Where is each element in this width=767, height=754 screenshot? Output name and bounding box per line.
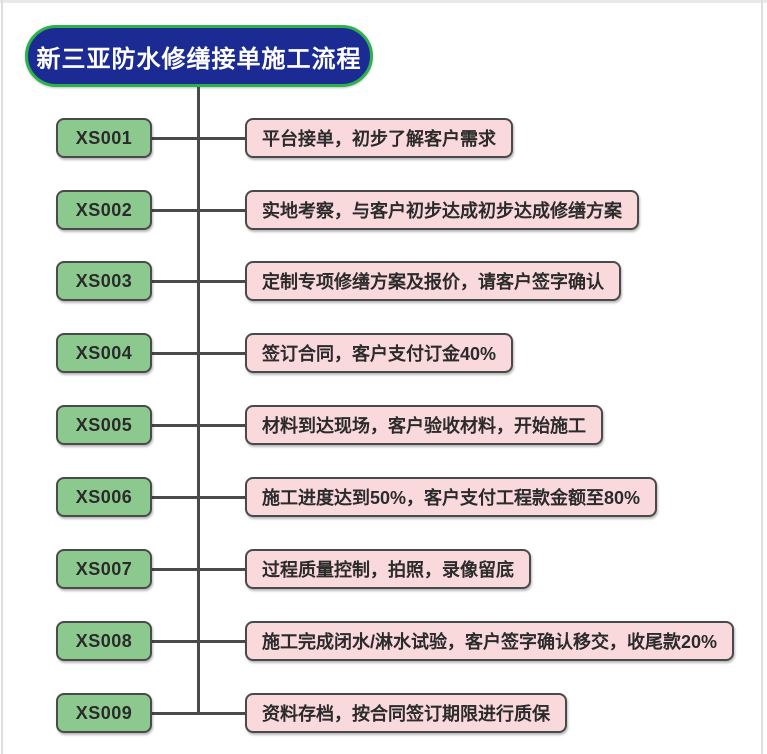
- connector-line: [152, 280, 245, 283]
- step-code-label: XS005: [75, 414, 133, 435]
- step-desc-label: 施工完成闭水/淋水试验，客户签字确认移交，收尾款20%: [262, 632, 718, 652]
- flow-row-5: XS005 材料到达现场，客户验收材料，开始施工: [0, 405, 767, 445]
- step-code-node[interactable]: XS001: [56, 118, 152, 158]
- step-code-node[interactable]: XS007: [56, 549, 152, 589]
- step-code-node[interactable]: XS009: [56, 693, 152, 733]
- connector-line: [152, 496, 245, 499]
- trunk-line: [197, 87, 200, 714]
- frame-left-edge: [1, 0, 3, 754]
- step-desc-label: 过程质量控制，拍照，录像留底: [262, 560, 514, 580]
- step-code-label: XS001: [75, 127, 133, 148]
- step-desc-label: 平台接单，初步了解客户需求: [262, 129, 496, 149]
- connector-line: [152, 137, 245, 140]
- connector-line: [152, 424, 245, 427]
- step-desc-label: 施工进度达到50%，客户支付工程款金额至80%: [262, 488, 641, 508]
- flow-row-3: XS003 定制专项修缮方案及报价，请客户签字确认: [0, 261, 767, 301]
- step-code-label: XS002: [75, 199, 133, 220]
- frame-right-edge: [761, 0, 763, 754]
- step-code-node[interactable]: XS006: [56, 477, 152, 517]
- step-code-node[interactable]: XS002: [56, 190, 152, 230]
- step-desc-node[interactable]: 施工进度达到50%，客户支付工程款金额至80%: [245, 477, 658, 517]
- connector-line: [152, 712, 245, 715]
- flowchart-title-node[interactable]: 新三亚防水修缮接单施工流程: [25, 25, 373, 87]
- step-desc-node[interactable]: 定制专项修缮方案及报价，请客户签字确认: [245, 261, 621, 301]
- step-code-node[interactable]: XS004: [56, 333, 152, 373]
- step-desc-node[interactable]: 施工完成闭水/淋水试验，客户签字确认移交，收尾款20%: [245, 621, 735, 661]
- frame-top-edge: [0, 0, 767, 3]
- step-desc-node[interactable]: 资料存档，按合同签订期限进行质保: [245, 693, 567, 733]
- flow-row-8: XS008 施工完成闭水/淋水试验，客户签字确认移交，收尾款20%: [0, 621, 767, 661]
- step-code-label: XS009: [75, 702, 133, 723]
- step-code-node[interactable]: XS003: [56, 261, 152, 301]
- step-desc-label: 材料到达现场，客户验收材料，开始施工: [262, 416, 586, 436]
- connector-line: [152, 352, 245, 355]
- flow-row-6: XS006 施工进度达到50%，客户支付工程款金额至80%: [0, 477, 767, 517]
- connector-line: [152, 209, 245, 212]
- step-desc-node[interactable]: 材料到达现场，客户验收材料，开始施工: [245, 405, 603, 445]
- step-code-label: XS007: [75, 558, 133, 579]
- connector-line: [152, 568, 245, 571]
- step-code-label: XS006: [75, 486, 133, 507]
- step-desc-label: 签订合同，客户支付订金40%: [262, 344, 497, 364]
- step-code-label: XS004: [75, 342, 133, 363]
- flowchart-title-label: 新三亚防水修缮接单施工流程: [36, 45, 362, 73]
- step-desc-label: 资料存档，按合同签订期限进行质保: [262, 704, 550, 724]
- flow-row-7: XS007 过程质量控制，拍照，录像留底: [0, 549, 767, 589]
- flow-row-4: XS004 签订合同，客户支付订金40%: [0, 333, 767, 373]
- step-desc-label: 定制专项修缮方案及报价，请客户签字确认: [262, 272, 604, 292]
- step-desc-node[interactable]: 过程质量控制，拍照，录像留底: [245, 549, 531, 589]
- step-desc-node[interactable]: 平台接单，初步了解客户需求: [245, 118, 513, 158]
- step-code-node[interactable]: XS005: [56, 405, 152, 445]
- step-code-node[interactable]: XS008: [56, 621, 152, 661]
- step-desc-node[interactable]: 签订合同，客户支付订金40%: [245, 333, 514, 373]
- step-code-label: XS003: [75, 270, 133, 291]
- flow-row-9: XS009 资料存档，按合同签订期限进行质保: [0, 693, 767, 733]
- connector-line: [152, 640, 245, 643]
- flow-row-1: XS001 平台接单，初步了解客户需求: [0, 118, 767, 158]
- step-desc-label: 实地考察，与客户初步达成初步达成修缮方案: [262, 201, 622, 221]
- step-code-label: XS008: [75, 630, 133, 651]
- step-desc-node[interactable]: 实地考察，与客户初步达成初步达成修缮方案: [245, 190, 639, 230]
- flow-row-2: XS002 实地考察，与客户初步达成初步达成修缮方案: [0, 190, 767, 230]
